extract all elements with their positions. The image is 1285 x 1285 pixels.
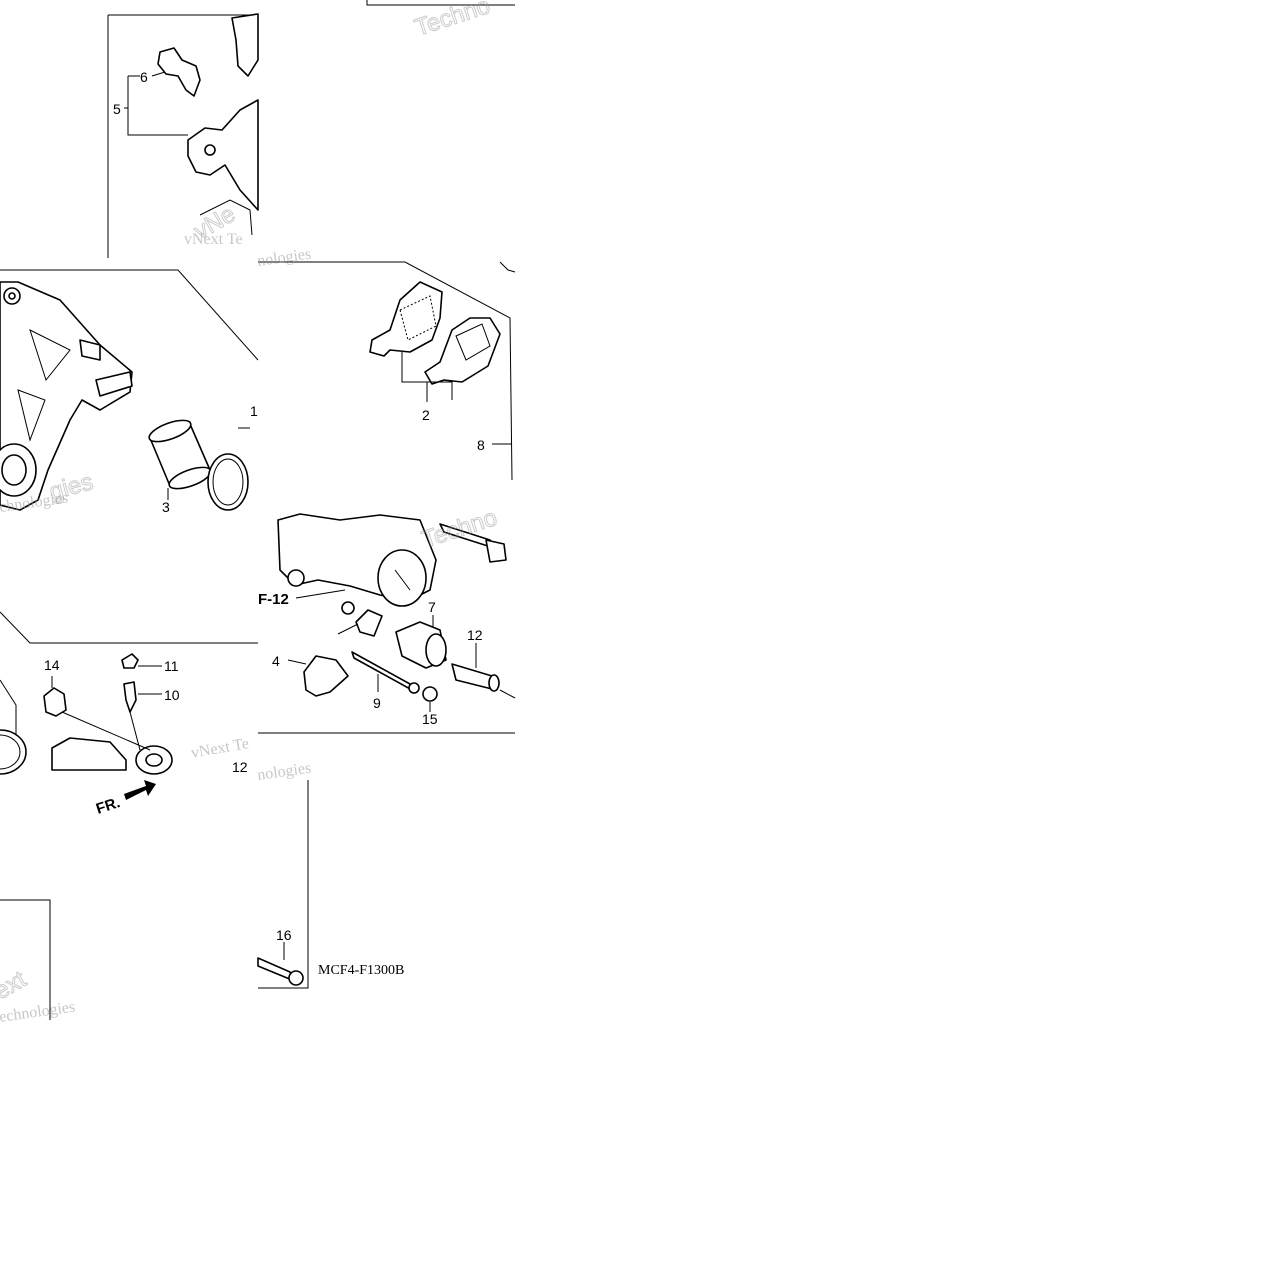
frame-lines: [0, 0, 515, 1020]
callout-9: 9: [373, 695, 381, 711]
callout-15: 15: [422, 711, 438, 727]
callout-3: 3: [162, 499, 170, 515]
callout-14: 14: [44, 657, 60, 673]
callout-2: 2: [422, 407, 430, 423]
caliper-bracket-top: [124, 13, 259, 236]
front-arrow-icon: [124, 780, 156, 800]
bolt-16: [257, 942, 304, 986]
watermark-text: Techno: [412, 0, 494, 42]
caliper-bracket-main: [0, 281, 250, 511]
watermark-text: echnologies: [0, 998, 76, 1025]
callout-labels: 6 5 1 3 2 8 7 12 4 9 15 14 11 10 12 16 F…: [44, 69, 485, 978]
watermark-text: nologies: [256, 246, 312, 270]
callout-12-lower: 12: [232, 759, 248, 775]
callout-1: 1: [250, 403, 258, 419]
part-code: MCF4-F1300B: [318, 963, 404, 978]
watermark-text: vNext Te: [184, 231, 243, 248]
callout-12: 12: [467, 627, 483, 643]
callout-7: 7: [428, 599, 436, 615]
callout-4: 4: [272, 653, 280, 669]
brake-pads: [369, 261, 516, 445]
front-marker-label: FR.: [94, 794, 122, 818]
caliper-body: [277, 513, 516, 712]
watermark-text: vNext Te: [190, 735, 251, 762]
callout-10: 10: [164, 687, 180, 703]
watermark-text: gies: [47, 468, 97, 505]
callout-5: 5: [113, 101, 121, 117]
caliper-lower: [0, 653, 173, 775]
callout-6: 6: [140, 69, 148, 85]
watermark-text: ext: [0, 966, 31, 1006]
callout-16: 16: [276, 927, 292, 943]
watermark-text: nologies: [256, 760, 312, 784]
reference-label: F-12: [258, 591, 289, 608]
callout-8: 8: [477, 437, 485, 453]
callout-11: 11: [164, 658, 179, 674]
